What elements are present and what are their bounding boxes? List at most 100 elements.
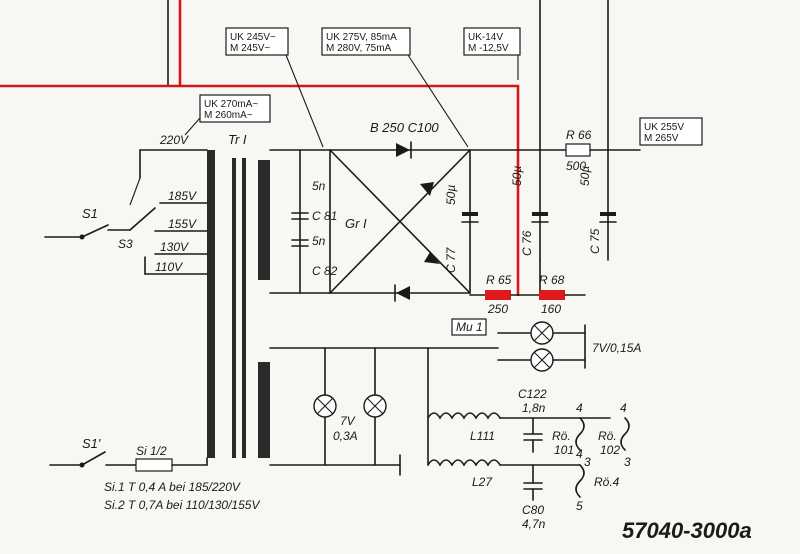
primary-winding [207,150,215,458]
c76-value: 50µ [510,166,524,186]
c122-label: C122 [518,387,547,401]
c77-plate-1 [462,212,478,216]
pin-5: 4 [576,447,583,461]
dial-lamp-current: 0,3A [333,429,358,443]
meter-box-4-line1: UK 270mA~ [204,99,258,110]
pilot-lamp-spec: 7V/0,15A [592,341,641,355]
c82-value: 5n [312,234,326,248]
switch-s1-label: S1 [82,206,98,221]
fuse-note-2: Si.2 T 0,7A bei 110/130/155V [104,498,260,512]
meter-box-4-pointer [184,117,201,136]
pin-2: 4 [620,401,627,415]
tube-4-label: Rö.4 [594,475,620,489]
meter-box-1-line1: UK 245V~ [230,32,276,43]
r66-label: R 66 [566,128,592,142]
resistor-r68 [539,290,565,300]
s1-blade[interactable] [81,224,109,238]
c75-value: 50µ [578,166,592,186]
diode-top [396,141,412,159]
fuse-note-1: Si.1 T 0,4 A bei 185/220V [104,480,241,494]
c122-value: 1,8n [522,401,546,415]
meter-box-5-line2: M 265V [644,133,679,144]
r68-label: R 68 [539,273,565,287]
diode-diag-2 [424,252,440,264]
meter-box-4-line2: M 260mA~ [204,110,253,121]
c77-label: C 77 [444,246,458,273]
transformer-label: Tr I [228,132,247,147]
r68-value: 160 [541,302,561,316]
meter-box-1-line2: M 245V~ [230,43,270,54]
meter-box-4: UK 270mA~ M 260mA~ [199,94,271,123]
s1b-blade[interactable] [81,451,106,466]
tap-130-label: 130V [160,240,189,254]
c80-value: 4,7n [522,517,546,531]
diode-bottom [394,284,410,302]
pilot-lamp-2-x2 [533,351,551,369]
bridge-label: B 250 C100 [370,120,439,135]
fuse-label: Si 1/2 [136,444,167,458]
coil-l111 [427,412,501,420]
c77-value: 50µ [444,185,458,205]
tap-220-label: 220V [159,133,189,147]
secondary-winding-lower [258,362,270,458]
tube-101-label: Rö. [552,429,571,443]
meter-box-3-line1: UK-14V [468,32,503,43]
coil-l27 [427,459,501,467]
r65-value: 250 [487,302,508,316]
meter-box-3-line2: M -12,5V [468,43,509,54]
c75-label: C 75 [588,228,602,254]
pin-6: 5 [576,499,583,513]
secondary-winding-upper [258,160,270,280]
tube-101-number: 101 [554,443,574,457]
meter-box-1: UK 245V~ M 245V~ [225,27,289,56]
switch-s1b-label: S1' [82,436,101,451]
fuse-si12 [135,458,173,472]
c75-plate-1 [600,212,616,216]
c81-value: 5n [312,179,326,193]
meter-box-2-line1: UK 275V, 85mA [326,32,397,43]
mu1-label: Mu 1 [456,320,483,334]
mu1-box [451,318,487,336]
part-number: 57040-3000a [622,518,752,543]
c76-plate-1 [532,212,548,216]
meter-box-1-pointer [285,54,324,148]
bridge-diagonal-2 [329,149,471,294]
r65-label: R 65 [486,273,512,287]
l111-label: L111 [470,429,495,443]
l27-label: L27 [472,475,493,489]
meter-box-2: UK 275V, 85mA M 280V, 75mA [321,27,411,56]
tube-101-heater [575,417,585,451]
red-highlight-path [0,84,520,296]
pilot-lamp-1-x2 [533,324,551,342]
pin-4: 3 [624,455,631,469]
transformer-core-1 [232,158,236,458]
tube-102-number: 102 [600,443,620,457]
switch-s3-label: S3 [118,237,133,251]
c82-label: C 82 [312,264,338,278]
bridge-gr-label: Gr I [345,216,367,231]
meter-box-5: UK 255V M 265V [639,117,703,146]
tube-4-heater [575,464,585,498]
c81-label: C 81 [312,209,337,223]
pin-3: 3 [584,455,591,469]
c76-label: C 76 [520,230,534,256]
r66-value: 500 [566,159,586,173]
dial-lamp-voltage: 7V [340,414,356,428]
meter-box-2-line2: M 280V, 75mA [326,43,392,54]
tube-102-heater [620,417,630,451]
s3-blade[interactable] [129,207,156,231]
meter-box-3: UK-14V M -12,5V [463,27,521,56]
s3-selector-dash [129,177,141,206]
tap-155-label: 155V [168,217,197,231]
resistor-r66 [565,143,591,157]
tap-110-label: 110V [155,260,183,274]
tube-102-label: Rö. [598,429,617,443]
meter-box-5-line1: UK 255V [644,122,684,133]
diode-diag-1 [420,182,434,196]
tap-185-label: 185V [168,189,197,203]
transformer: Tr I [207,132,270,458]
meter-box-2-pointer [407,54,469,148]
pin-1: 4 [576,401,583,415]
